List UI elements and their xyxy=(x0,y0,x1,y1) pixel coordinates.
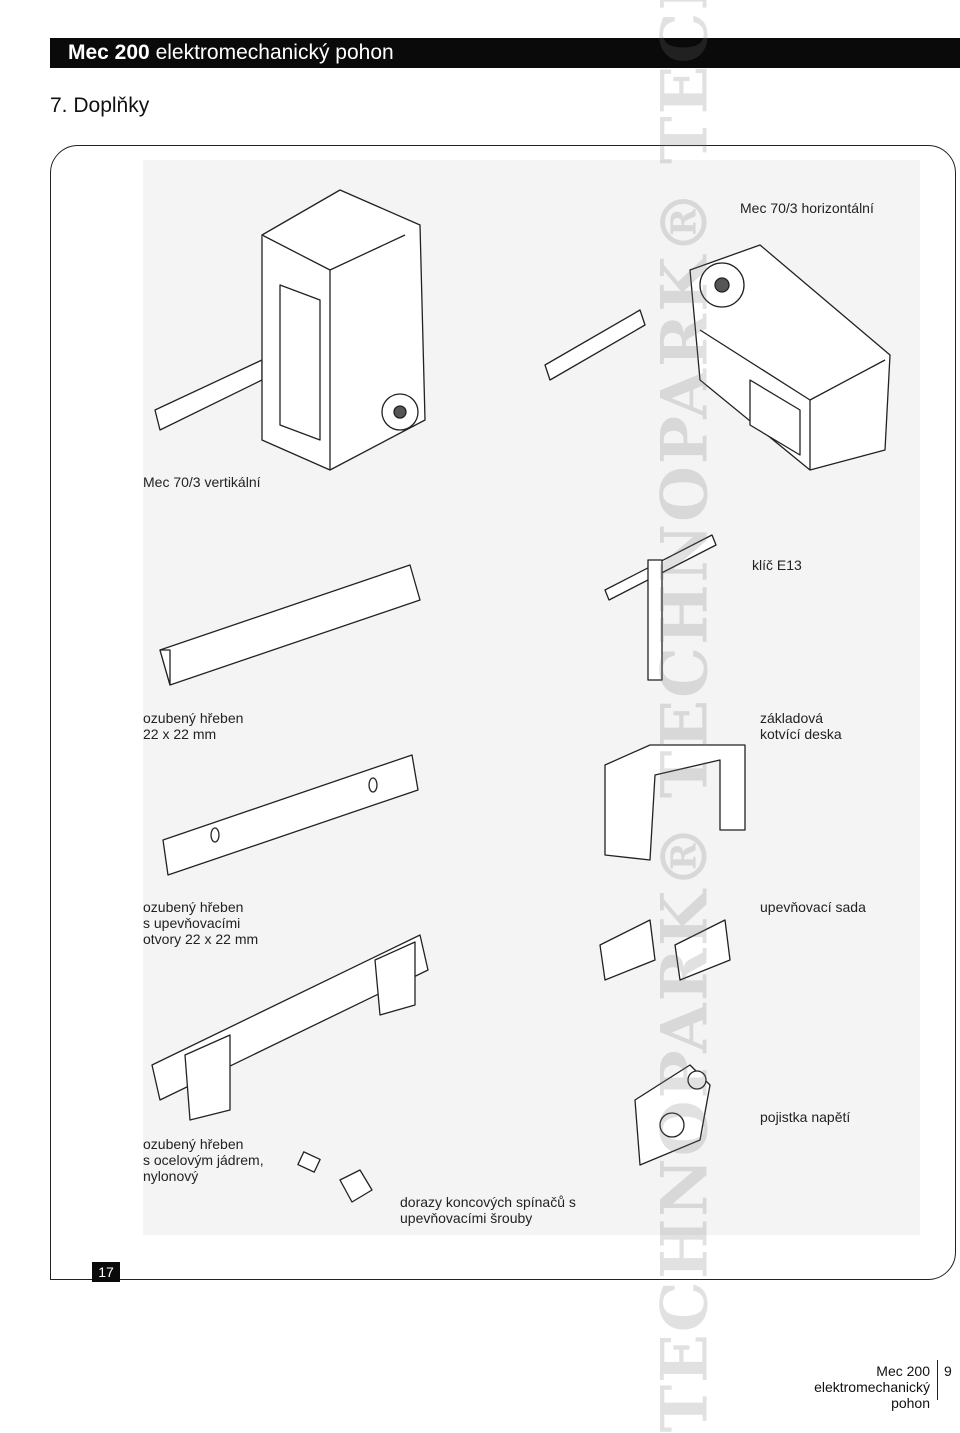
footer-title: Mec 200 elektromechanický pohon xyxy=(780,1363,930,1411)
label-vertical: Mec 70/3 vertikální xyxy=(143,474,261,490)
key-e13-illustration xyxy=(604,534,717,681)
label-fixing-set: upevňovací sada xyxy=(760,899,866,915)
label-tensioner: pojistka napětí xyxy=(760,1109,851,1125)
label-rack-holes: ozubený hřeben s upevňovacími otvory 22 … xyxy=(143,899,259,947)
section-title: 7. Doplňky xyxy=(50,94,150,117)
label-base-plate: základová kotvící deska xyxy=(760,710,842,742)
footer-page-number: 9 xyxy=(944,1363,952,1379)
document-title: Mec 200 elektromechanický pohon xyxy=(68,41,394,64)
label-rack-nylon: ozubený hřeben s ocelovým jádrem, nylono… xyxy=(143,1136,264,1184)
fixing-set-illustration xyxy=(599,919,731,981)
nylon-rack-illustration xyxy=(151,934,429,1121)
rack-with-holes-illustration xyxy=(162,754,419,876)
label-stops: dorazy koncových spínačů s upevňovacími … xyxy=(400,1194,576,1226)
label-rack-plain: ozubený hřeben 22 x 22 mm xyxy=(143,710,244,742)
technopark-watermark: TECHNOPARK® TECHNOPARK® TECHNOPARK® xyxy=(647,0,723,1433)
tension-lock-illustration xyxy=(634,1064,711,1166)
footer-line2: elektromechanický pohon xyxy=(814,1379,930,1411)
label-horizontal: Mec 70/3 horizontální xyxy=(740,200,874,216)
limit-stops-illustration xyxy=(297,1151,373,1203)
footer-divider xyxy=(937,1360,938,1400)
base-plate-illustration xyxy=(604,744,746,861)
plain-rack-illustration xyxy=(159,564,421,686)
page-badge: 17 xyxy=(92,1262,120,1282)
accessories-frame xyxy=(50,145,956,1280)
vertical-motor-illustration xyxy=(154,189,426,471)
footer-line1: Mec 200 xyxy=(876,1363,930,1379)
label-key: klíč E13 xyxy=(752,557,802,573)
horizontal-motor-illustration xyxy=(544,244,891,471)
header-bar xyxy=(50,38,960,68)
